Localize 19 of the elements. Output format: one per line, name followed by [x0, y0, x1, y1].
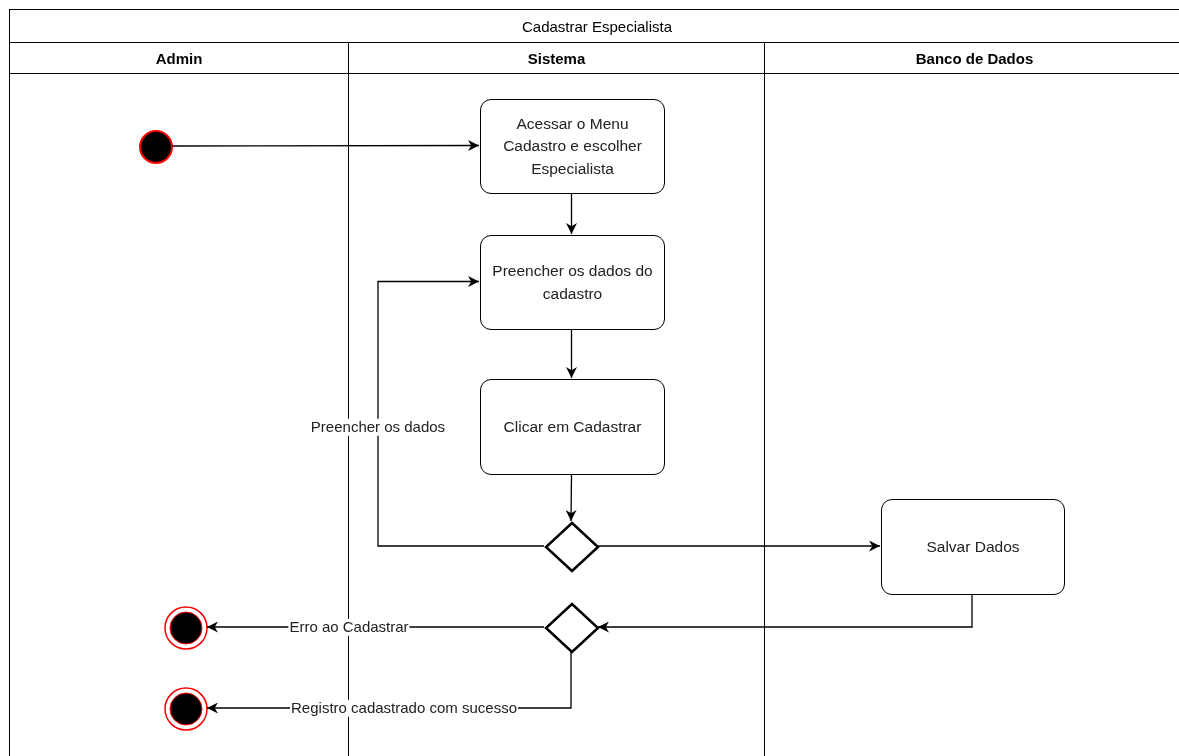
arrow [597, 593, 973, 633]
edge-label: Registro cadastrado com sucesso [290, 699, 518, 717]
activity-box: Salvar Dados [881, 499, 1065, 595]
lane-header: Sistema [349, 43, 764, 74]
arrow [566, 328, 577, 379]
activity-box: Acessar o Menu Cadastro e escolher Especialista [480, 99, 665, 194]
arrow [566, 192, 577, 235]
arrow [171, 140, 480, 151]
activity-box: Preencher os dados do cadastro [480, 235, 665, 330]
arrow [377, 276, 545, 547]
lane-header: Admin [10, 43, 348, 74]
arrow [565, 473, 577, 522]
edge-label: Erro ao Cadastrar [288, 618, 410, 636]
activity-box: Clicar em Cadastrar [480, 379, 665, 475]
arrow [597, 540, 881, 552]
lane-header: Banco de Dados [765, 43, 1179, 74]
edge-label: Preencher os dados [309, 418, 447, 436]
pool-header: Cadastrar Especialista [10, 10, 1179, 43]
swimlane-pool [9, 9, 1179, 756]
